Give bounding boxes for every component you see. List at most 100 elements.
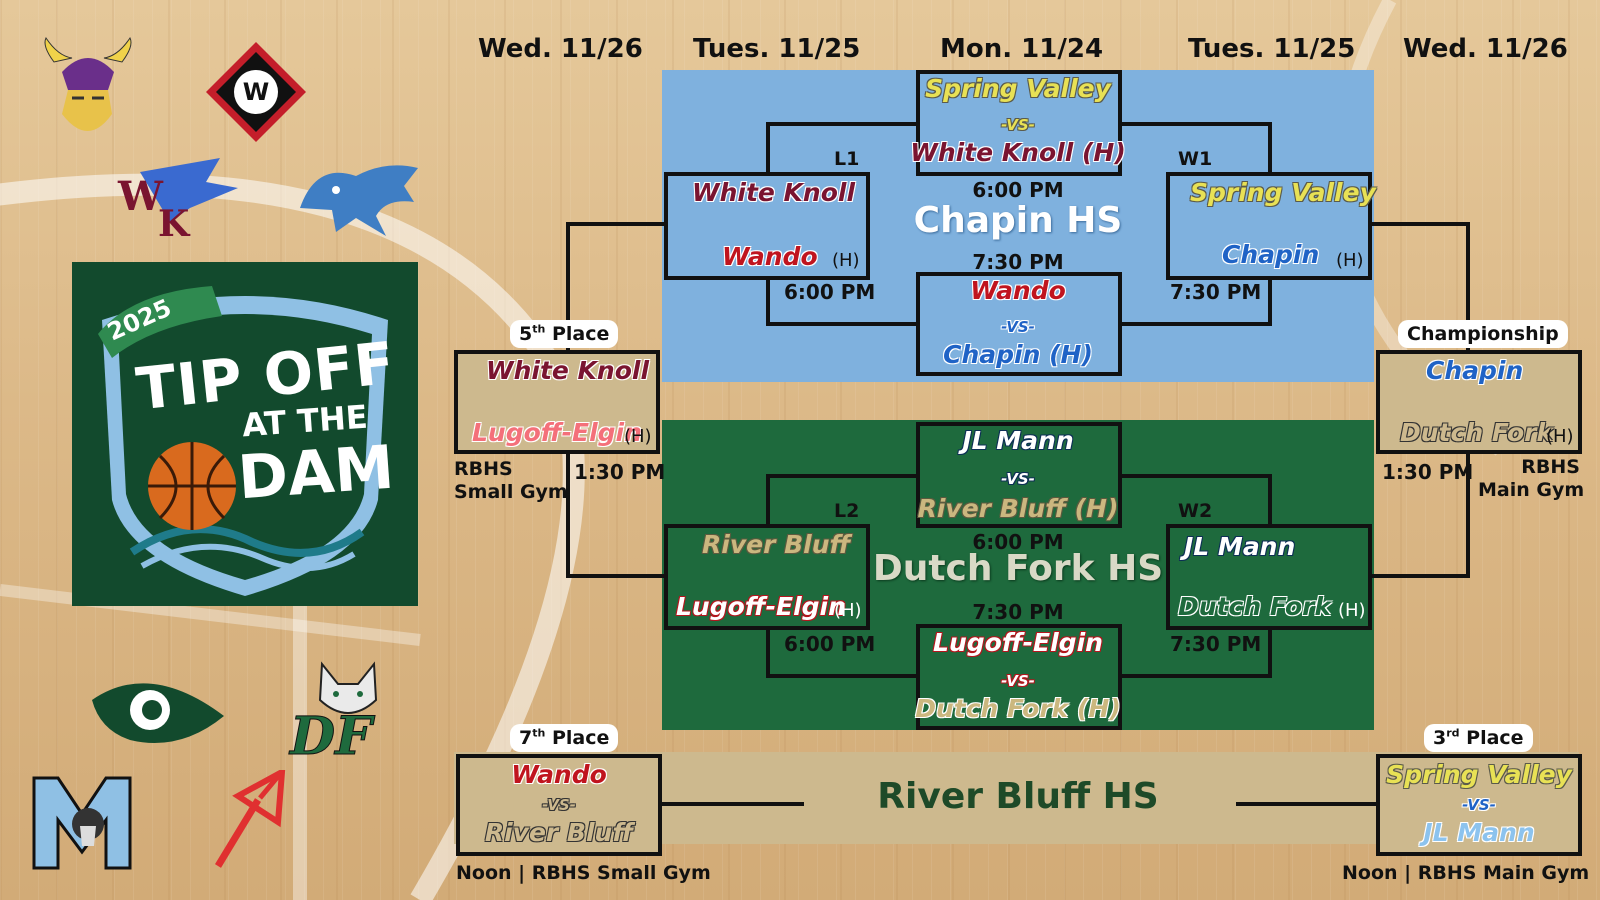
team-white-knoll-home: White Knoll (H) xyxy=(910,138,1126,167)
game-time: 6:00 PM xyxy=(784,280,876,304)
date-col-5: Wed. 11/26 xyxy=(1403,34,1568,64)
fifth-place-box xyxy=(454,350,660,454)
championship-label: Championship xyxy=(1398,320,1568,348)
third-place-box xyxy=(1376,754,1582,856)
label-w1: W1 xyxy=(1178,148,1213,170)
gym-room: Small Gym xyxy=(454,481,568,503)
team-wando: Wando xyxy=(511,760,607,789)
connector-line xyxy=(1466,450,1470,578)
team-jl-mann: JL Mann xyxy=(1184,532,1296,561)
venue-river-bluff: River Bluff HS xyxy=(877,776,1159,817)
connector-line xyxy=(1372,574,1470,578)
home-marker: (H) xyxy=(832,250,860,271)
hawk-logo xyxy=(300,165,418,236)
chapin-game-2-box xyxy=(916,272,1122,376)
w-diamond-logo: W xyxy=(206,42,306,142)
connector-line xyxy=(1268,474,1272,526)
fifth-place-label: 5th Place xyxy=(510,320,619,349)
team-jl-mann: JL Mann xyxy=(1423,818,1535,847)
team-chapin-home: Chapin (H) xyxy=(943,340,1093,369)
connector-line xyxy=(566,222,668,226)
venue-chapin: Chapin HS xyxy=(913,200,1123,241)
gym-school: RBHS xyxy=(1521,456,1580,478)
vs-label: -VS- xyxy=(542,796,576,814)
connector-line xyxy=(766,276,770,326)
connector-line xyxy=(1236,802,1376,806)
connector-line xyxy=(1372,222,1470,226)
seventh-place-info: Noon | RBHS Small Gym xyxy=(456,862,711,884)
home-marker: (H) xyxy=(834,600,862,621)
team-dutch-fork: Dutch Fork xyxy=(1400,418,1554,447)
svg-text:K: K xyxy=(158,203,191,242)
connector-line xyxy=(1118,122,1272,126)
seventh-place-title: 7th Place xyxy=(519,727,610,750)
team-lugoff-elgin: Lugoff-Elgin xyxy=(933,628,1103,657)
game-time: 1:30 PM xyxy=(574,460,666,484)
team-jl-mann: JL Mann xyxy=(962,426,1074,455)
connector-line xyxy=(1466,222,1470,350)
gym-room: Main Gym xyxy=(1478,479,1585,501)
m-knight-logo xyxy=(32,776,132,870)
connector-line xyxy=(1268,624,1272,678)
team-chapin: Chapin xyxy=(1426,356,1524,385)
connector-line xyxy=(566,450,570,578)
wk-wolf-logo: W K xyxy=(117,158,238,242)
seventh-place-box xyxy=(456,754,662,856)
label-l1: L1 xyxy=(834,148,860,170)
chapin-loser-box xyxy=(664,172,870,280)
team-dutch-fork-home: Dutch Fork (H) xyxy=(915,694,1121,723)
team-lugoff-elgin: Lugoff-Elgin xyxy=(676,592,846,621)
team-white-knoll: White Knoll xyxy=(692,178,856,207)
home-marker: (H) xyxy=(1338,600,1366,621)
connector-line xyxy=(1118,674,1272,678)
date-col-1: Wed. 11/26 xyxy=(478,34,643,64)
vs-label: -VS- xyxy=(1001,116,1035,134)
third-place-title: 3rd Place xyxy=(1433,727,1524,750)
championship-box xyxy=(1376,350,1582,454)
gym-school: RBHS xyxy=(454,458,513,480)
game-time: 7:30 PM xyxy=(972,600,1064,624)
team-spring-valley: Spring Valley xyxy=(925,74,1111,103)
dutch-fork-winner-box xyxy=(1166,524,1372,630)
dutch-fork-loser-box xyxy=(664,524,870,630)
home-marker: (H) xyxy=(624,426,652,447)
game-time: 1:30 PM xyxy=(1382,460,1474,484)
team-wando: Wando xyxy=(970,276,1066,305)
svg-text:DF: DF xyxy=(288,706,375,766)
connector-line xyxy=(566,574,668,578)
team-chapin: Chapin xyxy=(1222,240,1320,269)
connector-line xyxy=(766,474,918,478)
fifth-place-gym: RBHS Small Gym xyxy=(454,458,568,504)
dutch-fork-game-2-box xyxy=(916,624,1122,730)
team-spring-valley: Spring Valley xyxy=(1190,178,1376,207)
game-time: 7:30 PM xyxy=(1170,632,1262,656)
team-lugoff-elgin: Lugoff-Elgin xyxy=(472,418,642,447)
label-w2: W2 xyxy=(1178,500,1213,522)
chapin-game-1-box xyxy=(916,70,1122,176)
team-dutch-fork: Dutch Fork xyxy=(1178,592,1332,621)
svg-text:W: W xyxy=(243,78,269,106)
home-marker: (H) xyxy=(1546,426,1574,447)
game-time: 7:30 PM xyxy=(1170,280,1262,304)
date-col-2: Tues. 11/25 xyxy=(693,34,861,64)
svg-text:W: W xyxy=(117,173,164,220)
team-wando: Wando xyxy=(722,242,818,271)
venue-dutch-fork: Dutch Fork HS xyxy=(872,548,1164,589)
connector-line xyxy=(662,802,804,806)
home-marker: (H) xyxy=(1336,250,1364,271)
game-time: 6:00 PM xyxy=(972,530,1064,554)
df-fox-logo: DF xyxy=(288,661,378,766)
date-col-3: Mon. 11/24 xyxy=(940,34,1104,64)
team-river-bluff: River Bluff xyxy=(702,530,851,559)
third-place-info: Noon | RBHS Main Gym xyxy=(1342,862,1590,884)
team-white-knoll: White Knoll xyxy=(486,356,650,385)
date-col-4: Tues. 11/25 xyxy=(1188,34,1356,64)
connector-line xyxy=(766,624,770,678)
shield-icon xyxy=(98,286,388,596)
vikings-logo xyxy=(44,37,132,131)
chapin-winner-box xyxy=(1166,172,1372,280)
eye-logo xyxy=(92,683,224,743)
connector-line xyxy=(766,674,918,678)
connector-line xyxy=(766,322,918,326)
connector-line xyxy=(1268,122,1272,176)
